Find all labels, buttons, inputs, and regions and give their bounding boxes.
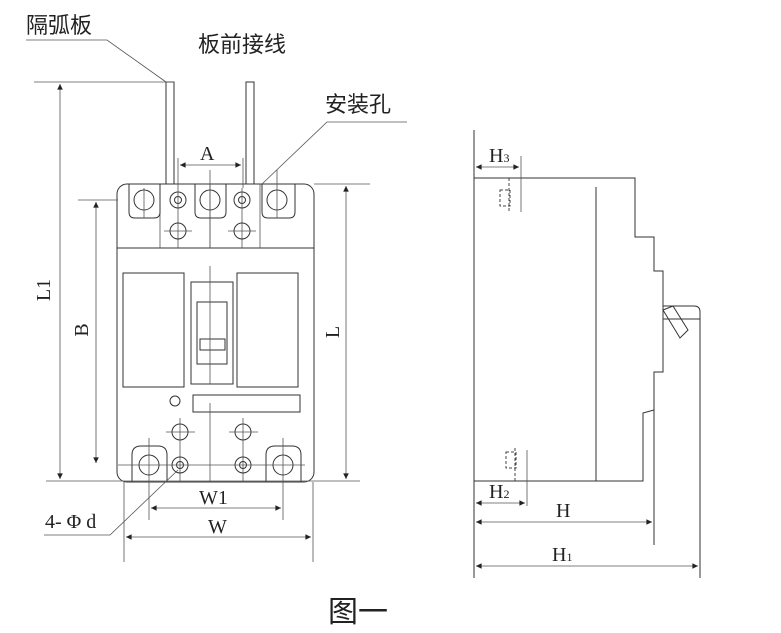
- terminal-pad-1: [128, 183, 161, 219]
- side-view: H3 H2 H H1: [473, 130, 701, 578]
- dim-label-L: L: [322, 326, 344, 338]
- front-view: 隔弧板 板前接线 安装孔 4- Φ d A W1 W L1 B L: [26, 14, 407, 562]
- side-toggle: [662, 305, 689, 339]
- dim-label-H1: H1: [552, 544, 572, 566]
- label-front-wiring: 板前接线: [198, 33, 286, 58]
- handle-slot: [196, 301, 228, 365]
- screw-top: [499, 189, 511, 207]
- right-window: [236, 272, 299, 388]
- bottom-pad-left: [131, 445, 168, 482]
- left-window: [122, 272, 185, 388]
- leader-arc-barrier: [26, 39, 167, 83]
- dim-label-A: A: [200, 143, 215, 165]
- terminal-pad-2: [194, 183, 227, 219]
- dim-label-B: B: [71, 323, 93, 336]
- side-body-outline: [474, 177, 664, 482]
- arc-barrier-right: [245, 81, 255, 185]
- breaker-body: [116, 183, 315, 483]
- dim-label-H3: H3: [489, 145, 509, 167]
- screw-bottom: [505, 451, 517, 469]
- dim-label-H: H: [556, 500, 570, 522]
- dim-label-L1: L1: [33, 279, 55, 301]
- label-arc-barrier: 隔弧板: [26, 14, 92, 39]
- dim-label-W1: W1: [199, 487, 228, 509]
- arc-barrier-left: [165, 81, 175, 185]
- side-handle: [663, 305, 701, 320]
- label-mount-hole: 安装孔: [325, 93, 391, 118]
- handle-frame: [190, 281, 234, 385]
- leader-hole-spec: [44, 469, 179, 536]
- terminal-pad-3: [261, 183, 296, 219]
- dim-label-H2: H2: [489, 481, 509, 503]
- figure-caption: 图一: [328, 595, 388, 630]
- dim-label-W: W: [208, 516, 227, 538]
- indicator-hole: [169, 395, 181, 407]
- bottom-pad-right: [265, 445, 302, 482]
- leader-mount-hole: [261, 121, 407, 185]
- toggle-handle: [199, 338, 226, 351]
- nameplate: [192, 394, 301, 413]
- label-hole-spec: 4- Φ d: [45, 511, 96, 533]
